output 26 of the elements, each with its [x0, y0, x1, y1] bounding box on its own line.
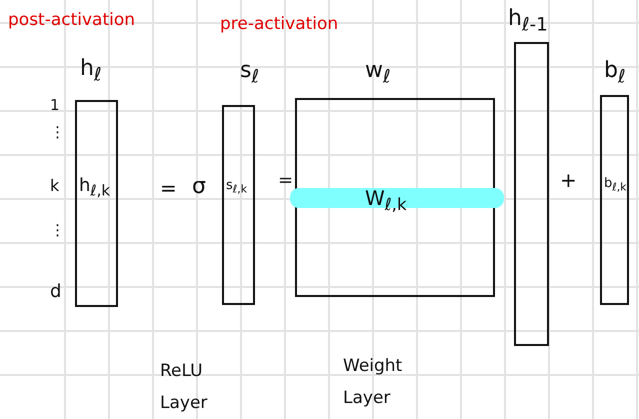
vector-box	[75, 100, 118, 307]
vector-heading: s$_{ℓ}$	[240, 60, 260, 87]
vector-heading: h$_{ℓ-1}$	[508, 8, 548, 35]
annotation-text: post-activation	[8, 12, 136, 29]
vector-heading: h$_{ℓ}$	[80, 58, 102, 85]
vector-box	[222, 105, 255, 305]
index-label: ⋮	[50, 125, 65, 140]
equals-sign: =	[160, 178, 177, 198]
index-label: 1	[50, 98, 60, 113]
vector-box	[514, 42, 549, 346]
vector-heading: b$_{ℓ}$	[604, 60, 626, 87]
row-label: W$_{ℓ,k}$	[365, 188, 407, 214]
index-label: d	[50, 283, 62, 301]
element-label: s$_{ℓ,k}$	[226, 179, 247, 196]
vector-heading: w$_{ℓ}$	[365, 60, 391, 87]
sigma-symbol: σ	[192, 176, 206, 198]
element-label: b$_{ℓ,k}$	[604, 177, 626, 194]
equals-sign: =	[278, 172, 294, 190]
layer-label: Weight Layer	[343, 355, 404, 410]
plus-sign: +	[560, 170, 577, 190]
element-label: h$_{ℓ,k}$	[79, 177, 110, 199]
vector-box	[600, 95, 629, 305]
layer-label: ReLU Layer	[160, 360, 208, 416]
index-label: ⋮	[50, 223, 65, 238]
index-label: k	[50, 178, 60, 194]
annotation-text: pre-activation	[220, 16, 338, 33]
